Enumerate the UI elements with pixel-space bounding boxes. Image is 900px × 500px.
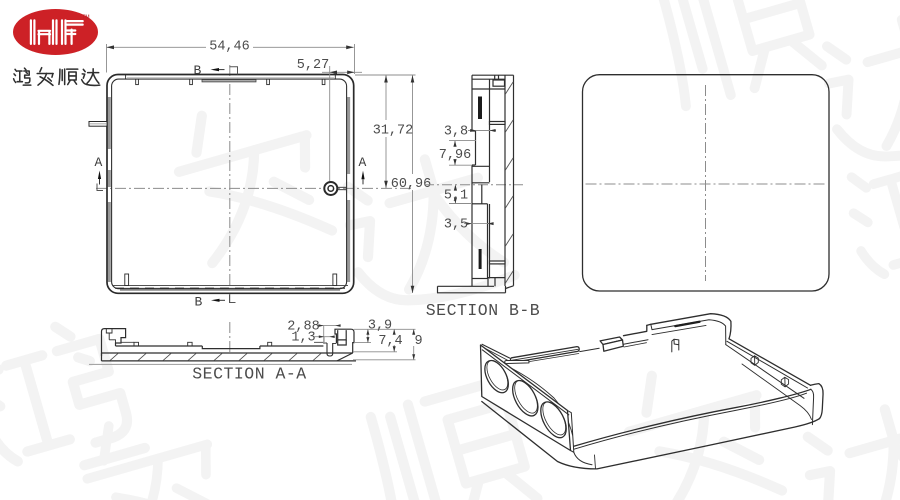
svg-text:3,9: 3,9 [368,319,392,334]
svg-text:3,8: 3,8 [444,125,468,140]
svg-text:7,4: 7,4 [378,334,402,349]
svg-text:60,96: 60,96 [391,177,432,192]
svg-text:31,72: 31,72 [373,124,414,139]
svg-text:B: B [194,63,202,78]
svg-text:1,3: 1,3 [291,331,315,346]
svg-text:A: A [95,155,103,170]
svg-text:SECTION A-A: SECTION A-A [192,365,306,384]
svg-text:5,27: 5,27 [297,58,329,73]
svg-text:9: 9 [414,334,422,349]
svg-text:5,1: 5,1 [444,189,468,204]
svg-text:B: B [195,295,203,310]
svg-text:7,96: 7,96 [439,148,471,163]
svg-text:SECTION B-B: SECTION B-B [426,301,540,320]
svg-text:A: A [359,155,367,170]
svg-text:54,46: 54,46 [209,40,250,55]
svg-text:TM: TM [82,14,89,20]
svg-text:3,5: 3,5 [444,218,468,233]
svg-text:2,88: 2,88 [287,320,319,335]
